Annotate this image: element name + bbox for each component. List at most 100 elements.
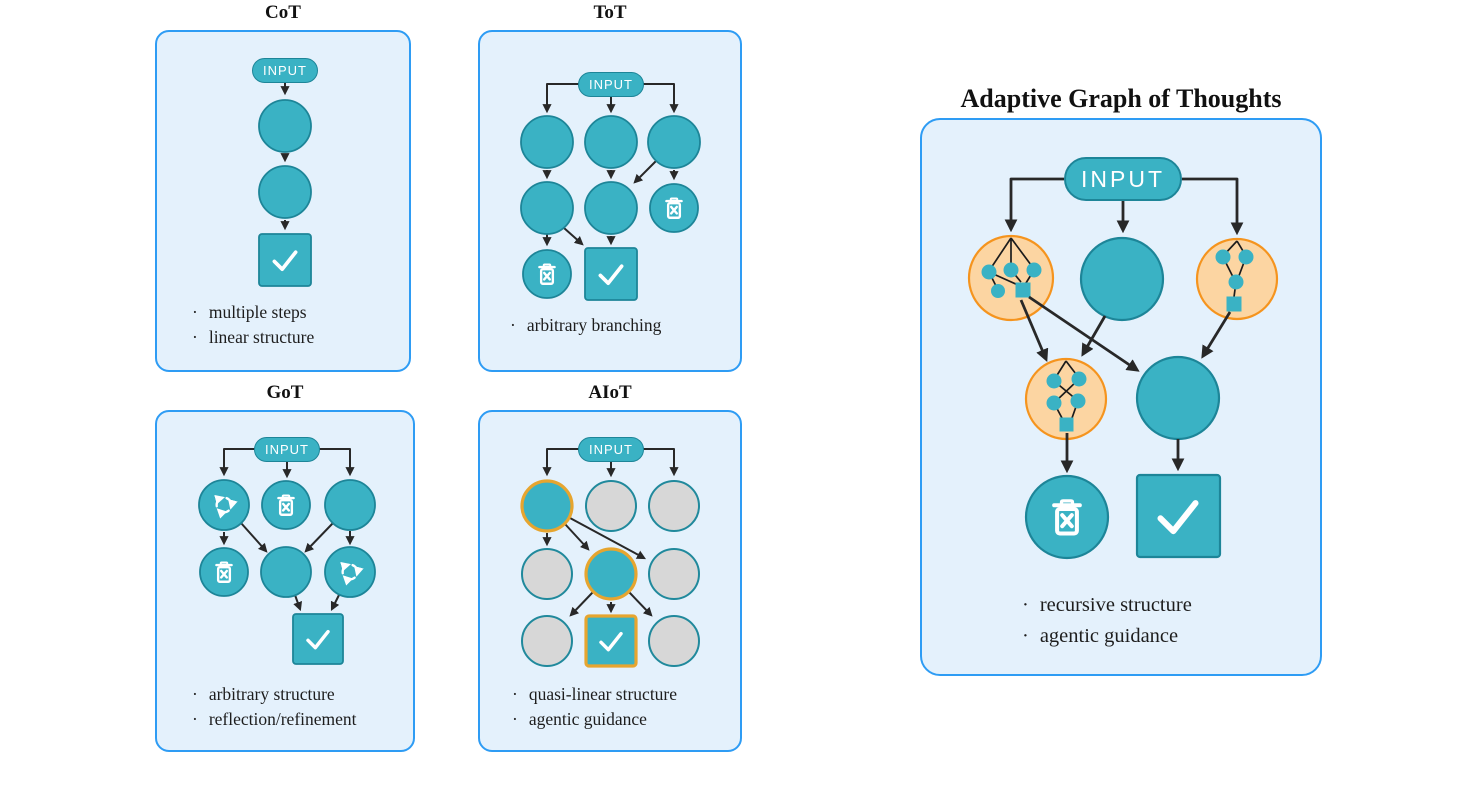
unexplored-node (648, 480, 700, 532)
thought-node (260, 546, 312, 598)
arrow (1028, 295, 1140, 372)
arrow (1081, 315, 1107, 357)
cot-panel: INPUT multiple steps linear structure (155, 30, 411, 372)
bullet-item: arbitrary branching (510, 313, 662, 338)
bullet-item: agentic guidance (1022, 621, 1192, 652)
subgraph-mini-graph (1215, 240, 1254, 312)
bullet-item: linear structure (192, 325, 314, 350)
arrow (293, 594, 303, 612)
agot-panel: INPUT recursive structure agentic guidan… (920, 118, 1322, 676)
arrow (542, 83, 579, 114)
arrow (219, 448, 255, 477)
thought-node (1135, 355, 1221, 441)
answer-node (584, 247, 638, 301)
arrow (1019, 299, 1049, 362)
subgraph-mini-graph (981, 237, 1042, 298)
cot-title: CoT (265, 2, 301, 23)
arrow (1004, 177, 1064, 233)
mini-thought-node (991, 284, 1005, 298)
aiot-title: AIoT (588, 382, 632, 403)
mini-thought-node (981, 264, 997, 280)
discarded-node (1024, 474, 1110, 560)
answer-node (1135, 473, 1222, 559)
got-bullets: arbitrary structure reflection/refinemen… (192, 682, 357, 732)
arrow (563, 227, 584, 246)
mini-thought-node (1046, 395, 1062, 411)
cot-diagram (258, 83, 312, 287)
unexplored-node (585, 480, 637, 532)
thought-node (647, 115, 701, 169)
mini-thought-node (1228, 274, 1244, 290)
aiot-input-pill: INPUT (578, 437, 644, 462)
selected-thought-node (520, 479, 574, 533)
thought-node (1079, 236, 1165, 322)
cot-input-pill: INPUT (252, 58, 318, 83)
bullet-item: quasi-linear structure (512, 682, 677, 707)
discarded-node (522, 249, 572, 299)
aiot-diagram (520, 448, 700, 668)
refined-node (198, 479, 250, 531)
unexplored-node (648, 615, 700, 667)
mini-answer-node (1059, 417, 1074, 432)
mini-edge (988, 237, 1035, 291)
thought-node (324, 479, 376, 531)
bullet-item: multiple steps (192, 300, 314, 325)
mini-thought-node (1003, 262, 1019, 278)
arrow (1201, 311, 1232, 359)
arrow (643, 83, 679, 114)
got-panel: INPUT arbitrary structure reflection/ref… (155, 410, 415, 752)
arrow (330, 594, 340, 612)
arrow (628, 591, 653, 617)
mini-thought-node (1238, 249, 1254, 265)
arrow (643, 448, 679, 477)
thought-node (520, 181, 574, 235)
mini-thought-node (1215, 249, 1231, 265)
tot-input-pill: INPUT (578, 72, 644, 97)
tot-bullets: arbitrary branching (510, 313, 662, 338)
agot-diagram (967, 177, 1279, 560)
unexplored-node (648, 548, 700, 600)
got-input-pill: INPUT (254, 437, 320, 462)
mini-thought-node (1046, 373, 1062, 389)
thought-node (584, 115, 638, 169)
answer-node (292, 613, 344, 665)
mini-thought-node (1071, 371, 1087, 387)
arrow (304, 522, 334, 553)
arrow (633, 160, 657, 184)
selected-thought-node (584, 547, 638, 601)
got-title: GoT (266, 382, 304, 403)
mini-thought-node (1070, 393, 1086, 409)
tot-panel: INPUT arbitrary branching (478, 30, 742, 372)
subgraph-mini-graph (1046, 360, 1087, 432)
discarded-node (199, 547, 249, 597)
mini-thought-node (1026, 262, 1042, 278)
mini-edge (1222, 240, 1247, 298)
thought-node (258, 165, 312, 219)
arrow (542, 448, 579, 477)
cot-bullets: multiple steps linear structure (192, 300, 314, 350)
arrow (564, 523, 590, 551)
bullet-item: agentic guidance (512, 707, 677, 732)
arrow (240, 522, 268, 553)
tot-title: ToT (593, 2, 627, 23)
unexplored-node (521, 548, 573, 600)
discarded-node (649, 183, 699, 233)
bullet-item: recursive structure (1022, 590, 1192, 621)
unexplored-node (521, 615, 573, 667)
thought-node (258, 99, 312, 153)
thought-node (584, 181, 638, 235)
arrow (319, 448, 355, 477)
got-diagram (198, 448, 376, 665)
aiot-panel: INPUT quasi-linear structure agentic gui… (478, 410, 742, 752)
answer-node (584, 614, 638, 668)
tot-diagram (520, 83, 701, 301)
arrow (569, 517, 647, 560)
arrow (569, 591, 594, 617)
thought-node (520, 115, 574, 169)
arrow (1182, 177, 1244, 236)
agot-input-pill: INPUT (1064, 157, 1182, 201)
bullet-item: arbitrary structure (192, 682, 357, 707)
answer-node (258, 233, 312, 287)
refined-node (324, 546, 376, 598)
